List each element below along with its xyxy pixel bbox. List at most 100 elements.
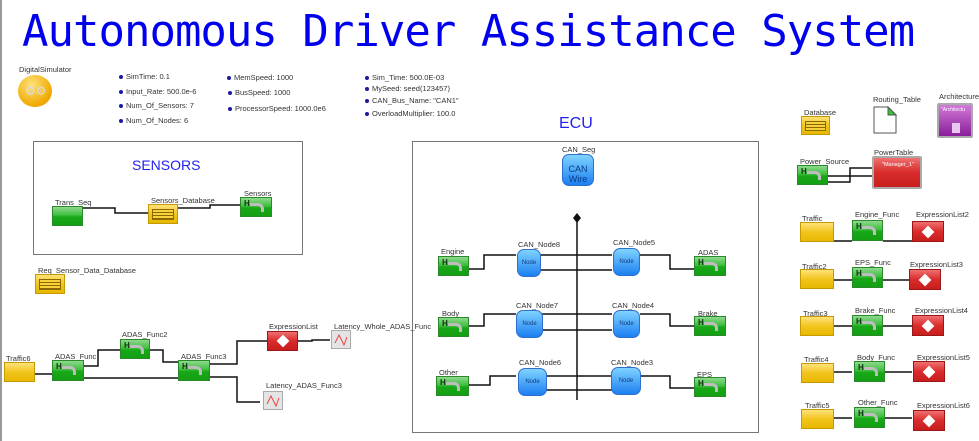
expression-list5-block[interactable] xyxy=(913,361,945,382)
body-func-block[interactable]: H xyxy=(854,361,885,382)
adas-block[interactable]: H xyxy=(694,256,726,276)
other-func-block[interactable]: H xyxy=(854,407,885,428)
sensors-database-label: Sensors_Database xyxy=(151,196,215,205)
trans-seq-block[interactable] xyxy=(52,206,83,226)
expression-list-label: ExpressionList xyxy=(269,322,318,331)
routing-table-label: Routing_Table xyxy=(873,95,921,104)
traffic4-block[interactable] xyxy=(801,363,834,383)
eps-block[interactable]: H xyxy=(694,377,726,397)
param-simtime: SimTime: 0.1 xyxy=(119,72,170,81)
can-node4-block[interactable]: Node xyxy=(613,310,640,338)
gears-icon[interactable]: ⚙⚙ xyxy=(18,75,52,107)
param-input-rate: Input_Rate: 500.0e-6 xyxy=(119,87,196,96)
other-label: Other xyxy=(439,368,458,377)
traffic-block[interactable] xyxy=(800,222,834,242)
expression-list2-block[interactable] xyxy=(912,221,944,242)
document-icon[interactable] xyxy=(873,105,898,134)
other-block[interactable]: H xyxy=(436,376,469,396)
param-busspeed: BusSpeed: 1000 xyxy=(228,88,290,97)
document-icon xyxy=(952,123,960,133)
param-memspeed: MemSpeed: 1000 xyxy=(227,73,293,82)
can-node4-label: CAN_Node4 xyxy=(612,301,655,310)
expression-list3-label: ExpressionList3 xyxy=(910,260,963,269)
traffic2-block[interactable] xyxy=(800,269,834,289)
power-source-label: Power_Source xyxy=(800,157,850,166)
sensors-database-block[interactable] xyxy=(148,204,178,224)
latency-func3-label: Latency_ADAS_Func3 xyxy=(266,381,342,390)
power-source-block[interactable]: H xyxy=(797,165,828,185)
adas-func3-block[interactable]: H xyxy=(178,360,210,381)
expression-list4-block[interactable] xyxy=(912,315,944,336)
sensors-block[interactable]: H xyxy=(240,197,272,217)
expression-list6-block[interactable] xyxy=(913,410,945,431)
adas-func-block[interactable]: H xyxy=(52,360,84,381)
param-processorspeed: ProcessorSpeed: 1000.0e6 xyxy=(228,104,326,113)
engine-func-block[interactable]: H xyxy=(852,220,883,241)
traffic4-label: Traffic4 xyxy=(804,355,829,364)
brake-func-block[interactable]: H xyxy=(852,315,883,336)
can-node5-label: CAN_Node5 xyxy=(613,238,656,247)
can-node8-block[interactable]: Node xyxy=(517,249,541,277)
engine-func-label: Engine_Func xyxy=(855,210,900,219)
traffic5-block[interactable] xyxy=(801,409,834,429)
architecture-block[interactable]: "Architectu xyxy=(937,103,973,138)
adas-func3-label: ADAS_Func3 xyxy=(181,352,227,361)
trans-seq-label: Trans_Seq xyxy=(55,198,92,207)
body-block[interactable]: H xyxy=(438,317,469,337)
adas-func2-block[interactable]: H xyxy=(120,339,150,359)
can-node6-label: CAN_Node6 xyxy=(519,358,562,367)
req-sensor-db-block[interactable] xyxy=(35,274,65,294)
expression-list6-label: ExpressionList6 xyxy=(917,401,970,410)
eps-func-label: EPS_Func xyxy=(855,258,891,267)
sensors-group-title: SENSORS xyxy=(132,157,201,173)
expression-list5-label: ExpressionList5 xyxy=(917,353,970,362)
brake-block[interactable]: H xyxy=(694,316,726,336)
engine-block[interactable]: H xyxy=(438,256,469,276)
power-table-block[interactable]: "Manager_1" xyxy=(872,156,922,189)
param-can-bus-name: CAN_Bus_Name: "CAN1" xyxy=(365,96,459,105)
adas-func-label: ADAS_Func xyxy=(55,352,97,361)
sensors-label: Sensors xyxy=(244,189,272,198)
other-func-label: Other_Func xyxy=(858,398,898,407)
database-block[interactable] xyxy=(801,116,830,135)
architecture-label: ArchitectureS xyxy=(939,92,979,101)
engine-label: Engine xyxy=(441,247,465,256)
adas-func2-label: ADAS_Func2 xyxy=(122,330,168,339)
param-myseed: MySeed: seed(123457) xyxy=(365,84,450,93)
traffic6-block[interactable] xyxy=(4,362,35,382)
expression-list-block[interactable] xyxy=(267,331,298,351)
can-seg-label: CAN_Seg xyxy=(562,145,596,154)
can-node5-block[interactable]: Node xyxy=(613,248,640,276)
expression-list4-label: ExpressionList4 xyxy=(915,306,968,315)
traffic5-label: Traffic5 xyxy=(805,401,830,410)
req-sensor-db-label: Req_Sensor_Data_Database xyxy=(38,266,136,275)
eps-label: EPS xyxy=(697,370,713,379)
power-table-label: PowerTable xyxy=(874,148,914,157)
can-node3-label: CAN_Node3 xyxy=(611,358,654,367)
latency-whole-scope[interactable] xyxy=(331,330,351,349)
can-node3-block[interactable]: Node xyxy=(611,367,641,395)
traffic3-block[interactable] xyxy=(800,316,834,336)
can-node7-block[interactable]: Node xyxy=(516,310,543,338)
traffic2-label: Traffic2 xyxy=(802,262,827,271)
body-func-label: Body_Func xyxy=(857,353,895,362)
brake-label: Brake xyxy=(698,309,718,318)
body-label: Body xyxy=(442,309,460,318)
canvas-left-border xyxy=(0,0,2,441)
digital-simulator-label: DigitalSimulator xyxy=(19,65,72,74)
expression-list3-block[interactable] xyxy=(909,269,941,290)
ecu-group-title: ECU xyxy=(559,115,593,132)
eps-func-block[interactable]: H xyxy=(852,267,883,288)
latency-func3-scope[interactable] xyxy=(263,391,283,410)
can-node8-label: CAN_Node8 xyxy=(518,240,561,249)
can-node6-block[interactable]: Node xyxy=(518,368,547,396)
diagram-title: Autonomous Driver Assistance System xyxy=(22,6,915,57)
param-sim-time: Sim_Time: 500.0E-03 xyxy=(365,73,444,82)
database-label: Database xyxy=(804,108,837,117)
brake-func-label: Brake_Func xyxy=(855,306,896,315)
traffic-label: Traffic xyxy=(802,214,823,223)
adas-label: ADAS xyxy=(698,248,719,257)
traffic3-label: Traffic3 xyxy=(803,309,828,318)
